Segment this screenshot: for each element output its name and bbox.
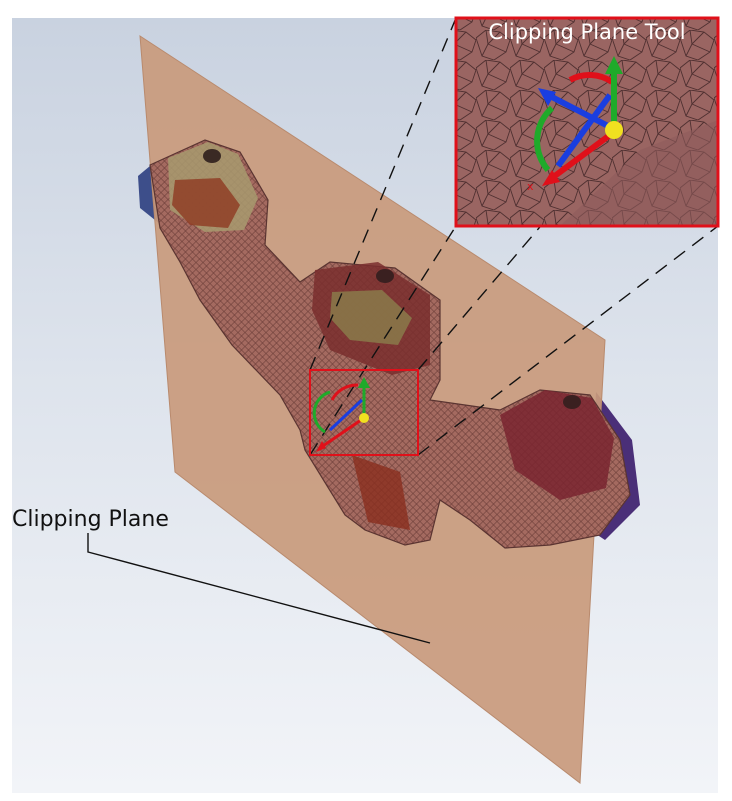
clipping-plane-label: Clipping Plane (12, 507, 169, 532)
arrowhead-y-icon (358, 377, 370, 388)
port-opening-left (172, 178, 240, 228)
inset-center-handle-icon[interactable] (605, 121, 623, 139)
bolt-hole-right (563, 395, 581, 409)
flange-face-right (500, 390, 614, 500)
rotate-ring-x-icon[interactable] (330, 383, 359, 401)
inset-frame (454, 16, 720, 228)
translate-axis-z-icon[interactable] (328, 398, 364, 432)
port-opening-lower (352, 455, 410, 530)
bolt-hole-middle (376, 269, 394, 283)
inset-translate-axis-z-icon[interactable] (546, 92, 614, 131)
gizmo-center-handle-icon[interactable] (359, 413, 369, 423)
clipping-tool-gizmo-large[interactable]: x (527, 56, 623, 193)
arrowhead-x-icon (316, 441, 326, 452)
port-opening-middle (330, 290, 412, 345)
clipping-plane-callout-line (87, 533, 431, 644)
inset-arrowhead-y-icon (605, 56, 623, 74)
clipping-tool-gizmo-small[interactable] (309, 369, 419, 456)
inset-mesh-dense-region (560, 120, 718, 226)
rotate-ring-y-icon[interactable] (312, 390, 331, 434)
inset-translate-axis-x-icon[interactable] (550, 129, 616, 181)
inset-rotate-ring-z-icon[interactable] (555, 93, 613, 168)
translate-axis-x-icon[interactable] (319, 416, 365, 450)
inset-arrowhead-x-icon (542, 170, 560, 186)
zoom-region-box (309, 369, 419, 456)
inset-rotate-ring-y-icon[interactable] (534, 105, 555, 172)
manifold-mesh (149, 139, 631, 549)
inset-rotate-ring-x-icon[interactable] (568, 71, 614, 85)
inset-arrowhead-z-icon (538, 88, 556, 106)
clipping-plane-tool-label: Clipping Plane Tool (488, 20, 686, 44)
axis-x-label: x (527, 180, 534, 193)
bolt-hole-left (203, 149, 221, 163)
inset-panel: x (454, 16, 720, 228)
